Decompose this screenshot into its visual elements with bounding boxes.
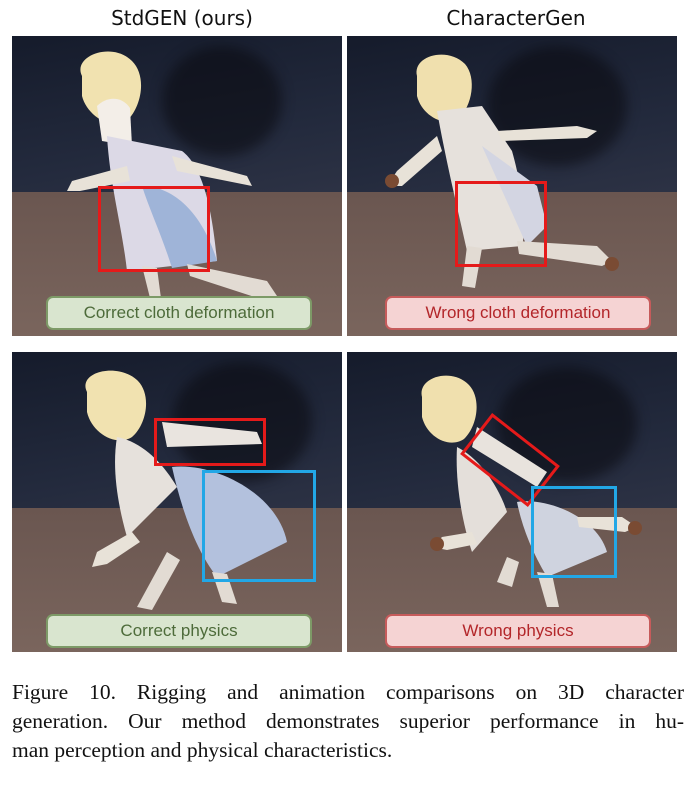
character-figure <box>421 375 642 607</box>
character-shadow <box>487 46 627 166</box>
caption-line-3: man perception and physical characterist… <box>12 738 393 762</box>
column-header-charactergen: CharacterGen <box>446 6 586 30</box>
character-figure <box>385 54 619 288</box>
highlight-box-blue <box>531 486 617 578</box>
caption-line-1: Figure 10. Rigging and animation compari… <box>12 680 684 704</box>
highlight-box-red <box>98 186 210 272</box>
character-figure <box>85 370 287 610</box>
render-stdgen-cloth: Correct cloth deformation <box>12 36 342 336</box>
highlight-box-red <box>455 181 547 267</box>
highlight-box-blue <box>202 470 316 582</box>
column-header-stdgen: StdGEN (ours) <box>111 6 253 30</box>
render-charactergen-physics: Wrong physics <box>347 352 677 652</box>
render-charactergen-cloth: Wrong cloth deformation <box>347 36 677 336</box>
character-figure <box>67 51 277 306</box>
label-wrong-physics: Wrong physics <box>385 614 651 648</box>
character-shadow <box>162 46 282 156</box>
caption-line-2: generation. Our method demonstrates supe… <box>12 709 684 733</box>
label-wrong-cloth: Wrong cloth deformation <box>385 296 651 330</box>
highlight-box-red <box>154 418 266 466</box>
label-correct-physics: Correct physics <box>46 614 312 648</box>
character-shadow <box>172 362 312 482</box>
figure-caption: Figure 10. Rigging and animation compari… <box>12 678 684 765</box>
render-stdgen-physics: Correct physics <box>12 352 342 652</box>
label-correct-cloth: Correct cloth deformation <box>46 296 312 330</box>
